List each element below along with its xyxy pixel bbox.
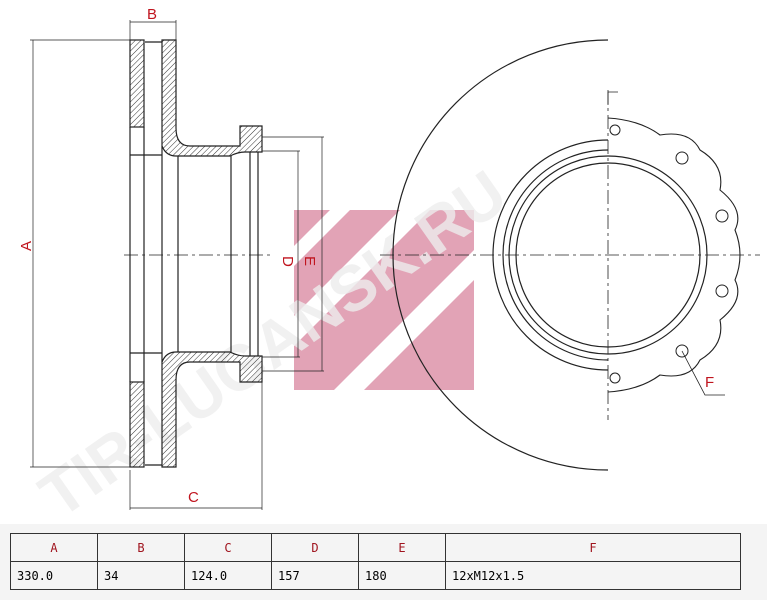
header-d: D [271,533,359,562]
dim-label-e: E [301,256,318,266]
value-e: 180 [358,561,446,590]
header-c: C [184,533,272,562]
header-e: E [358,533,446,562]
logo-watermark: TIR-LUGANSK.RU [27,156,520,524]
dim-label-b: B [147,6,157,23]
dim-label-a: A [18,241,35,251]
front-view [380,39,760,471]
dim-label-f: F [705,374,714,391]
dim-label-c: C [188,489,199,506]
dim-label-d: D [279,256,296,267]
value-f: 12xM12x1.5 [445,561,741,590]
value-b: 34 [97,561,185,590]
bolt-holes [609,124,729,384]
table-row: 330.0 34 124.0 157 180 12xM12x1.5 [10,561,741,590]
header-b: B [97,533,185,562]
header-a: A [10,533,98,562]
brake-disc-drawing: TIR-LUGANSK.RU B A C D E F [18,6,760,524]
side-view [30,20,324,510]
header-f: F [445,533,741,562]
value-d: 157 [271,561,359,590]
table-header-row: A B C D E F [10,533,741,562]
value-c: 124.0 [184,561,272,590]
value-a: 330.0 [10,561,98,590]
dimensions-table: A B C D E F 330.0 34 124.0 157 180 12xM1… [10,533,741,590]
